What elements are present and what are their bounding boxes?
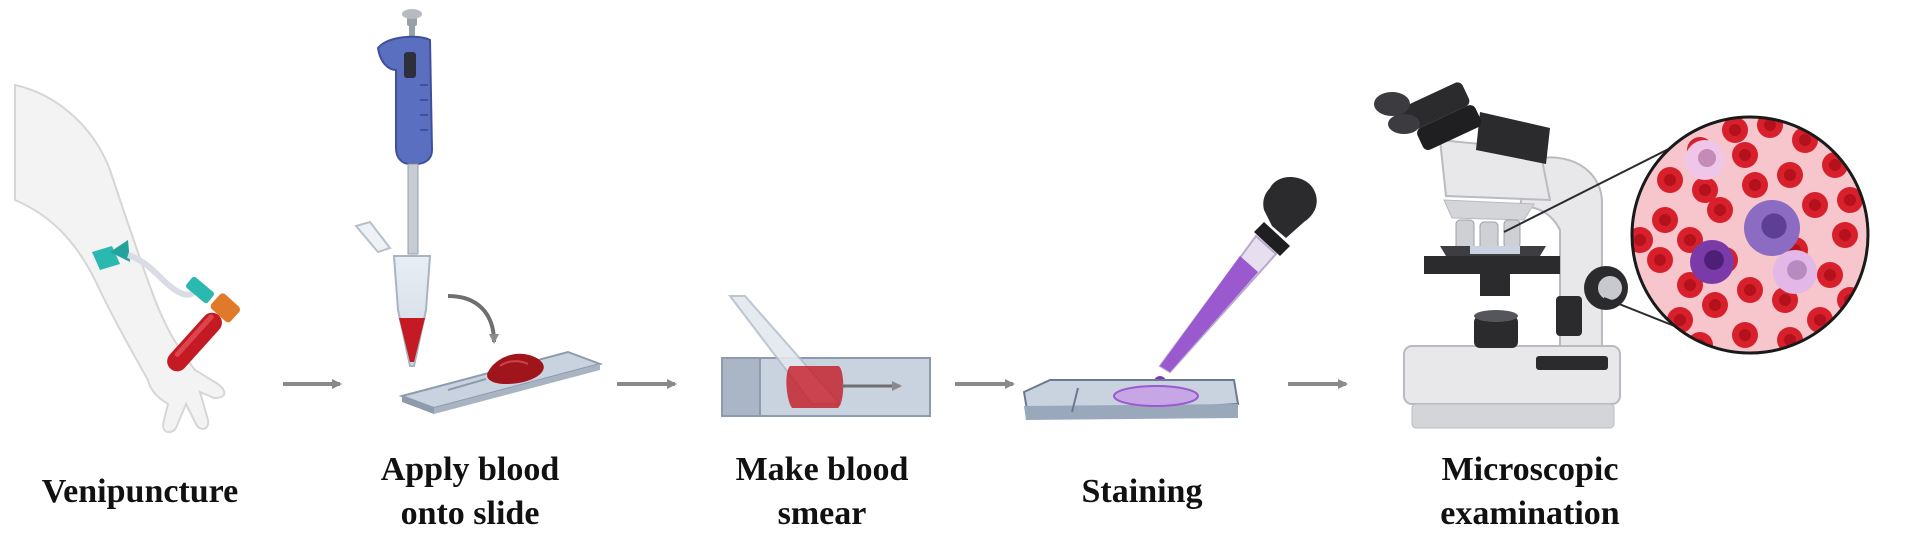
slide-icon: [398, 350, 604, 414]
red-blood-cell-center: [1674, 314, 1686, 326]
label-line: Make blood: [735, 451, 909, 488]
step-label-venipuncture: Venipuncture: [10, 470, 270, 514]
red-blood-cell-center: [1829, 159, 1841, 171]
step-label-apply-blood: Apply blood onto slide: [340, 448, 600, 536]
blood-cells-icon: [1630, 115, 1870, 355]
white-blood-cell-nucleus: [1761, 213, 1787, 239]
dropper-icon: [1154, 176, 1317, 388]
red-blood-cell-center: [1634, 234, 1646, 246]
label-line: Apply blood: [380, 451, 560, 488]
red-blood-cell-center: [1799, 134, 1811, 146]
red-blood-cell-center: [1699, 184, 1711, 196]
red-blood-cell-center: [1739, 329, 1751, 341]
red-blood-cell-center: [1684, 234, 1696, 246]
red-blood-cell-center: [1709, 299, 1721, 311]
label-line: onto slide: [400, 495, 540, 532]
red-blood-cell-center: [1749, 179, 1761, 191]
red-blood-cell-center: [1739, 149, 1751, 161]
red-blood-cell-center: [1824, 269, 1836, 281]
step-label-microscopic-examination: Microscopic examination: [1400, 448, 1660, 536]
red-blood-cell-center: [1714, 204, 1726, 216]
red-blood-cell-center: [1744, 284, 1756, 296]
red-blood-cell-center: [1664, 174, 1676, 186]
red-blood-cell-center: [1779, 294, 1791, 306]
smear-slide-icon: [721, 295, 931, 417]
red-blood-cell-center: [1839, 229, 1851, 241]
label-line: Venipuncture: [41, 473, 239, 510]
red-blood-cell-center: [1659, 214, 1671, 226]
red-blood-cell-center: [1814, 314, 1826, 326]
white-blood-cell-nucleus: [1787, 260, 1807, 280]
microscope-icon: [1374, 82, 1628, 429]
red-blood-cell-center: [1809, 199, 1821, 211]
red-blood-cell-center: [1654, 254, 1666, 266]
step-label-make-smear: Make blood smear: [692, 448, 952, 536]
red-blood-cell-center: [1729, 124, 1741, 136]
label-line: examination: [1440, 495, 1620, 532]
pipette-icon: [354, 9, 434, 367]
stained-slide-icon: [1022, 379, 1240, 420]
arm-with-butterfly-needle-icon: [14, 83, 241, 434]
step-label-staining: Staining: [1012, 470, 1272, 514]
white-blood-cell-nucleus: [1704, 250, 1724, 270]
label-line: Microscopic: [1441, 451, 1619, 488]
white-blood-cell-nucleus: [1698, 149, 1716, 167]
red-blood-cell-center: [1684, 279, 1696, 291]
label-line: smear: [777, 495, 867, 532]
label-line: Staining: [1081, 473, 1203, 510]
red-blood-cell-center: [1784, 169, 1796, 181]
curved-arrow: [447, 294, 499, 344]
red-blood-cell-center: [1844, 194, 1856, 206]
red-blood-cell-center: [1764, 119, 1776, 131]
red-blood-cell-center: [1784, 334, 1796, 346]
